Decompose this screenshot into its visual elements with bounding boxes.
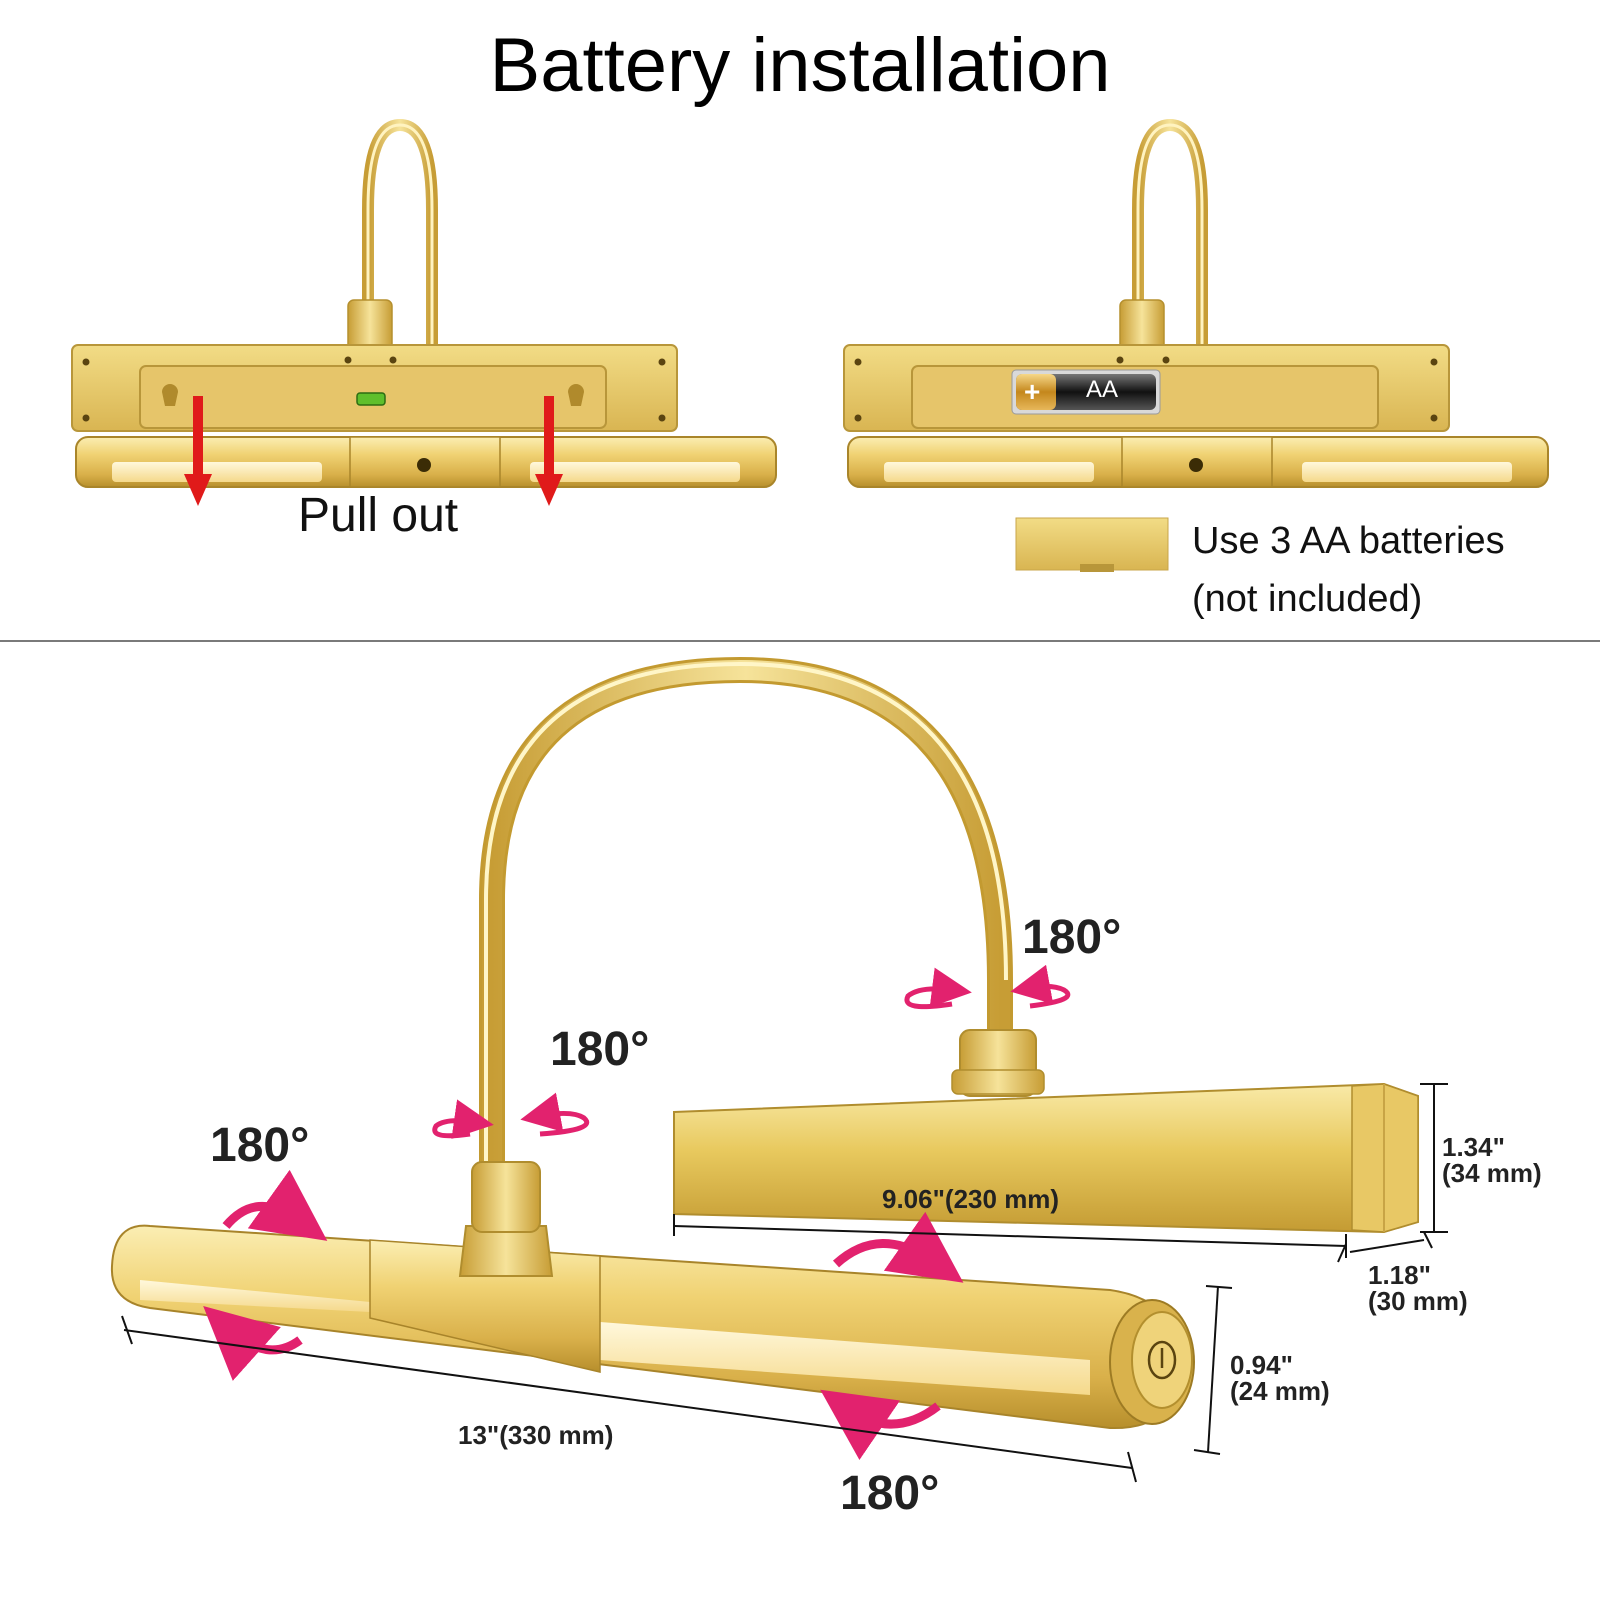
spirit-level-icon (356, 392, 386, 406)
battery-plus-label: + (1024, 376, 1041, 407)
battery-type-label: AA (1086, 376, 1119, 403)
pull-down-arrow-icon (535, 396, 563, 506)
power-button-icon (1147, 1340, 1177, 1380)
dimension-lines (121, 1083, 1448, 1483)
section-divider (0, 640, 1600, 642)
dimension-base-width: 9.06"(230 mm) (882, 1184, 1060, 1214)
dimension-base-height-in: 1.34" (1442, 1132, 1505, 1162)
rotation-label-bar-bottom: 180° (840, 1467, 940, 1520)
dimension-bar-length: 13"(330 mm) (458, 1420, 614, 1450)
rotate-arrow-icon (820, 1211, 964, 1461)
battery-note-line2: (not included) (1192, 578, 1423, 620)
dimension-bar-diameter-mm: (24 mm) (1230, 1376, 1330, 1406)
rotate-arrow-icon (432, 1092, 590, 1139)
dimension-base-height: 1.34" (34 mm) (1442, 1134, 1542, 1186)
battery-note: Use 3 AA batteries (not included) (1192, 512, 1505, 628)
dimension-base-height-mm: (34 mm) (1442, 1158, 1542, 1188)
lamp-main-view (110, 656, 1419, 1430)
battery-note-line1: Use 3 AA batteries (1192, 520, 1505, 562)
lamp-back-view-right (843, 118, 1549, 572)
dimension-base-depth-mm: (30 mm) (1368, 1286, 1468, 1316)
rotate-arrow-icon (904, 964, 1071, 1010)
dimension-base-depth: 1.18" (30 mm) (1368, 1262, 1468, 1314)
dimension-base-depth-in: 1.18" (1368, 1260, 1431, 1290)
pull-down-arrow-icon (184, 396, 212, 506)
rotation-label-arm-base: 180° (550, 1023, 650, 1076)
rotation-label-bar-left: 180° (210, 1119, 310, 1172)
page-title: Battery installation (489, 23, 1111, 108)
lamp-back-view-left (71, 118, 777, 506)
battery-cover (1015, 517, 1169, 571)
dimension-bar-diameter: 0.94" (24 mm) (1230, 1352, 1330, 1404)
rotation-label-arm-top: 180° (1022, 911, 1122, 964)
pull-out-label: Pull out (298, 489, 459, 542)
aa-battery (1011, 369, 1161, 415)
dimension-bar-diameter-in: 0.94" (1230, 1350, 1293, 1380)
